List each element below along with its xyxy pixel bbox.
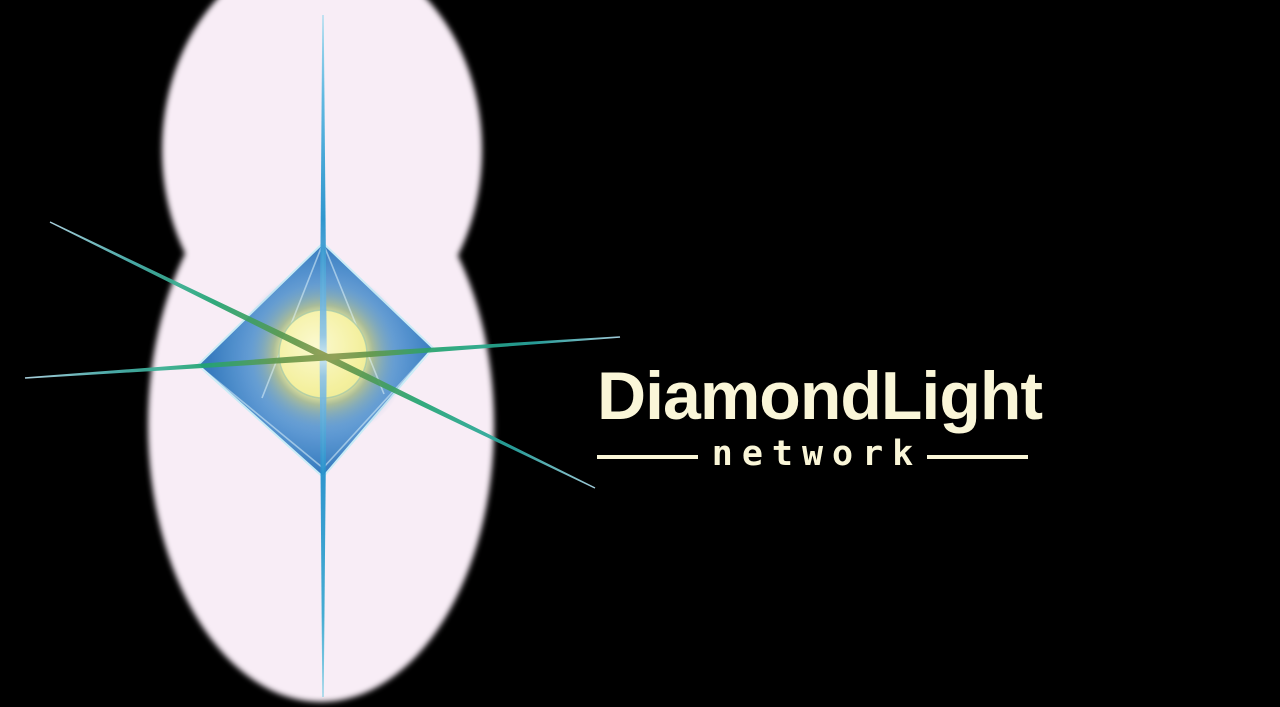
tagline-rule-right	[927, 454, 1029, 459]
brand-name: DiamondLight	[597, 358, 1043, 434]
tagline-rule-left	[597, 454, 698, 459]
brand-tagline-row: network	[597, 434, 1029, 476]
diamond-facet-lines	[197, 242, 434, 477]
brand-tagline: network	[711, 434, 923, 474]
light-rays	[24, 15, 621, 697]
ray-horizontal	[24, 336, 621, 379]
